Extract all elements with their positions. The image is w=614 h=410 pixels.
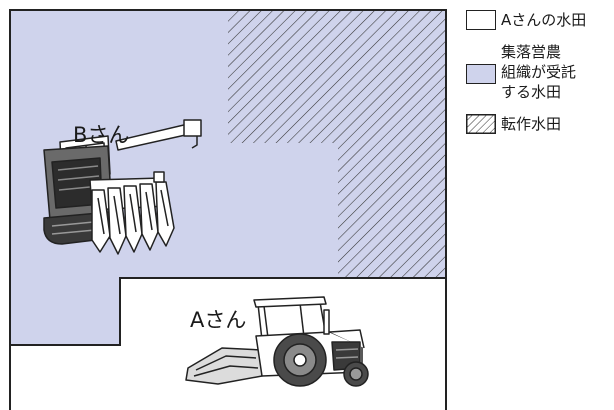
legend-swatch-white [466, 10, 496, 30]
legend-item-converted: 転作水田 [466, 114, 612, 134]
legend-label-b-field: 集落営農 組織が受託 する水田 [501, 42, 576, 102]
legend-swatch-blue [466, 64, 496, 84]
person-b-label: Bさん [73, 123, 129, 147]
person-a-label: Aさん [190, 308, 246, 332]
legend-label-b-line-3: する水田 [501, 82, 576, 102]
legend-label-converted: 転作水田 [501, 114, 561, 134]
legend-swatch-hatched [466, 114, 496, 134]
legend-item-a-field: Aさんの水田 [466, 10, 612, 30]
legend-item-b-field: 集落営農 組織が受託 する水田 [466, 42, 612, 102]
legend: Aさんの水田 集落営農 組織が受託 する水田 転作水田 [466, 10, 612, 146]
legend-label-b-line-1: 集落営農 [501, 42, 576, 62]
legend-label-a-field: Aさんの水田 [501, 10, 586, 30]
legend-label-b-line-2: 組織が受託 [501, 62, 576, 82]
